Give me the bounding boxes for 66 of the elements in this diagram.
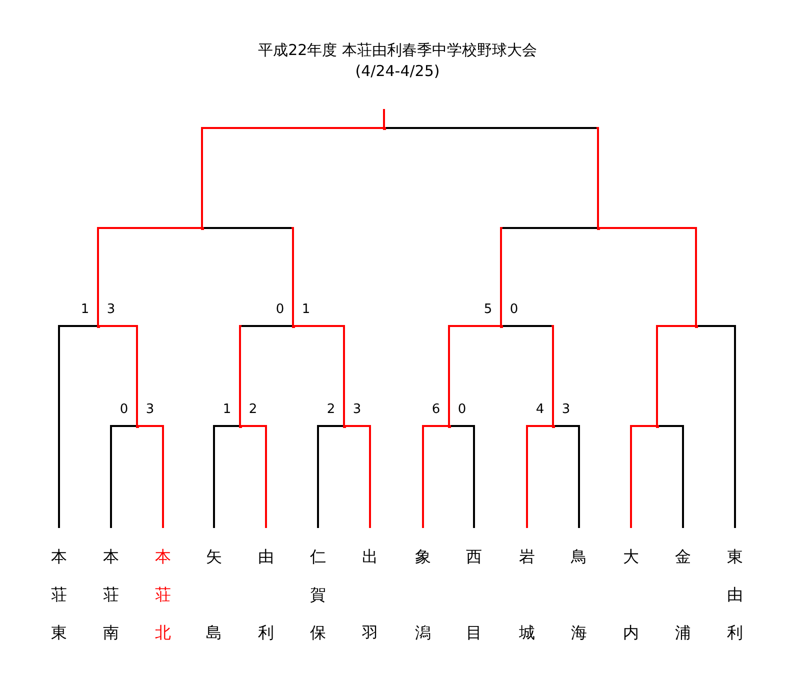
- bracket-line: [448, 325, 502, 427]
- score: 0: [274, 302, 286, 317]
- score: 0: [118, 402, 130, 417]
- score: 0: [508, 302, 520, 317]
- bracket-line: [695, 325, 736, 528]
- bracket-line: [343, 425, 371, 528]
- bracket-line: [422, 425, 450, 528]
- score: 6: [430, 402, 442, 417]
- bracket-junction: [656, 424, 658, 428]
- date-range: (4/24-4/25): [354, 62, 441, 80]
- team-name: 矢島: [206, 527, 222, 652]
- bracket-line: [239, 325, 294, 427]
- bracket-junction: [694, 324, 698, 328]
- score: 3: [560, 402, 572, 417]
- bracket-line: [136, 425, 164, 528]
- team-name: 金浦: [675, 527, 691, 652]
- bracket-line: [630, 425, 658, 528]
- team-name: 西目: [466, 527, 482, 652]
- bracket-line: [317, 425, 345, 528]
- score: 3: [144, 402, 156, 417]
- score: 1: [80, 302, 90, 317]
- bracket-line: [383, 127, 599, 229]
- team-name: 東由利: [727, 527, 743, 652]
- score: 2: [248, 402, 258, 417]
- bracket-line: [526, 425, 554, 528]
- score: 0: [456, 402, 468, 417]
- bracket-line: [201, 227, 294, 327]
- bracket-line: [110, 425, 138, 528]
- bracket-line: [97, 227, 203, 327]
- team-name: 本荘南: [103, 527, 119, 652]
- bracket-line: [656, 325, 697, 427]
- bracket-line: [552, 425, 580, 528]
- bracket-line: [201, 127, 385, 229]
- bracket-line: [213, 425, 241, 528]
- team-name: 象潟: [415, 527, 431, 652]
- score: 4: [534, 402, 546, 417]
- bracket-line: [239, 425, 267, 528]
- title: 平成22年度 本荘由利春季中学校野球大会: [257, 41, 538, 59]
- bracket-line: [58, 325, 99, 528]
- bracket-junction: [500, 324, 502, 328]
- team-name: 鳥海: [571, 527, 587, 652]
- bracket-line: [656, 425, 684, 528]
- bracket-line: [500, 325, 554, 427]
- bracket-line: [448, 425, 475, 528]
- bracket-line: [500, 227, 599, 327]
- bracket-junction: [200, 226, 204, 230]
- bracket-line: [383, 109, 385, 129]
- score: 5: [482, 302, 494, 317]
- score: 3: [352, 402, 362, 417]
- bracket-junction: [552, 424, 554, 428]
- team-name: 由利: [258, 527, 274, 652]
- team-name: 出羽: [362, 527, 378, 652]
- bracket-junction: [448, 424, 450, 428]
- team-name: 仁賀保: [310, 527, 326, 652]
- score: 1: [300, 302, 312, 317]
- team-name: 大内: [623, 527, 639, 652]
- team-name: 本荘北: [155, 527, 171, 652]
- score: 1: [222, 402, 232, 417]
- bracket-line: [97, 325, 138, 427]
- bracket-line: [597, 227, 697, 327]
- team-name: 本荘東: [51, 527, 67, 652]
- score: 2: [326, 402, 336, 417]
- bracket-line: [292, 325, 345, 427]
- team-name: 岩城: [519, 527, 535, 652]
- bracket-junction: [382, 126, 386, 130]
- score: 3: [106, 302, 116, 317]
